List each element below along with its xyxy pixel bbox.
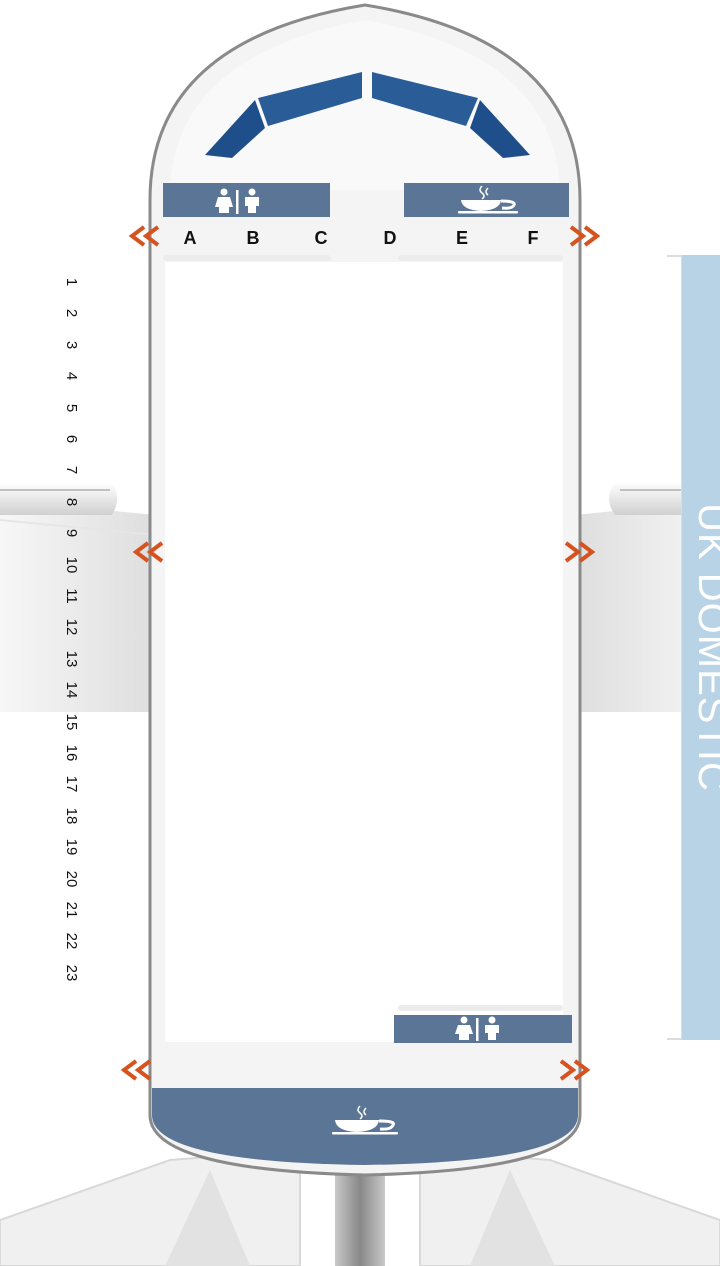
seat-column-a: A [183,228,197,248]
seat-column-c: C [314,228,328,248]
exit-arrow-icon [564,541,596,563]
galley-coffee-icon [458,185,518,214]
exit-arrow-icon [120,1059,152,1081]
row-number: 16 [63,744,80,762]
lavatory-icon [455,1016,499,1041]
lavatory-icon [215,188,259,214]
row-number: 6 [63,434,80,444]
row-number: 22 [63,932,80,950]
row-number: 1 [63,277,80,287]
exit-arrow-icon [128,225,160,247]
row-number: 8 [63,497,80,507]
row-number: 19 [63,838,80,856]
left-wing [0,500,156,712]
row-number: 23 [63,964,80,982]
row-number: 13 [63,650,80,668]
row-number: 5 [63,403,80,413]
row-number: 15 [63,713,80,731]
section-label-band [682,255,720,1040]
seat-column-d: D [383,228,397,248]
section-bracket [667,255,683,1040]
row-number: 17 [63,775,80,793]
row-number: 9 [63,528,80,538]
row-number: 10 [63,556,80,574]
section-label: UK DOMESTIC [690,503,720,792]
row-number: 14 [63,681,80,699]
left-engine [0,483,117,515]
row-number: 4 [63,371,80,381]
exit-arrow-icon [559,1059,591,1081]
row-number: 12 [63,618,80,636]
tail-stabilizers [0,1148,720,1266]
seat-column-f: F [527,228,539,248]
row-number: 2 [63,308,80,318]
rear-lavatory [394,1015,572,1043]
row-number: 3 [63,340,80,350]
exit-arrow-icon [132,541,164,563]
row-number: 20 [63,870,80,888]
galley-coffee-icon [332,1105,398,1135]
row-number: 18 [63,807,80,825]
cabin-interior [165,262,563,1042]
exit-arrow-icon [569,225,601,247]
row-number: 11 [63,588,80,604]
row-number: 7 [63,465,80,475]
row-number: 21 [63,901,80,919]
cockpit-windows [205,72,530,158]
seat-column-b: B [246,228,260,248]
seat-column-e: E [455,228,468,248]
